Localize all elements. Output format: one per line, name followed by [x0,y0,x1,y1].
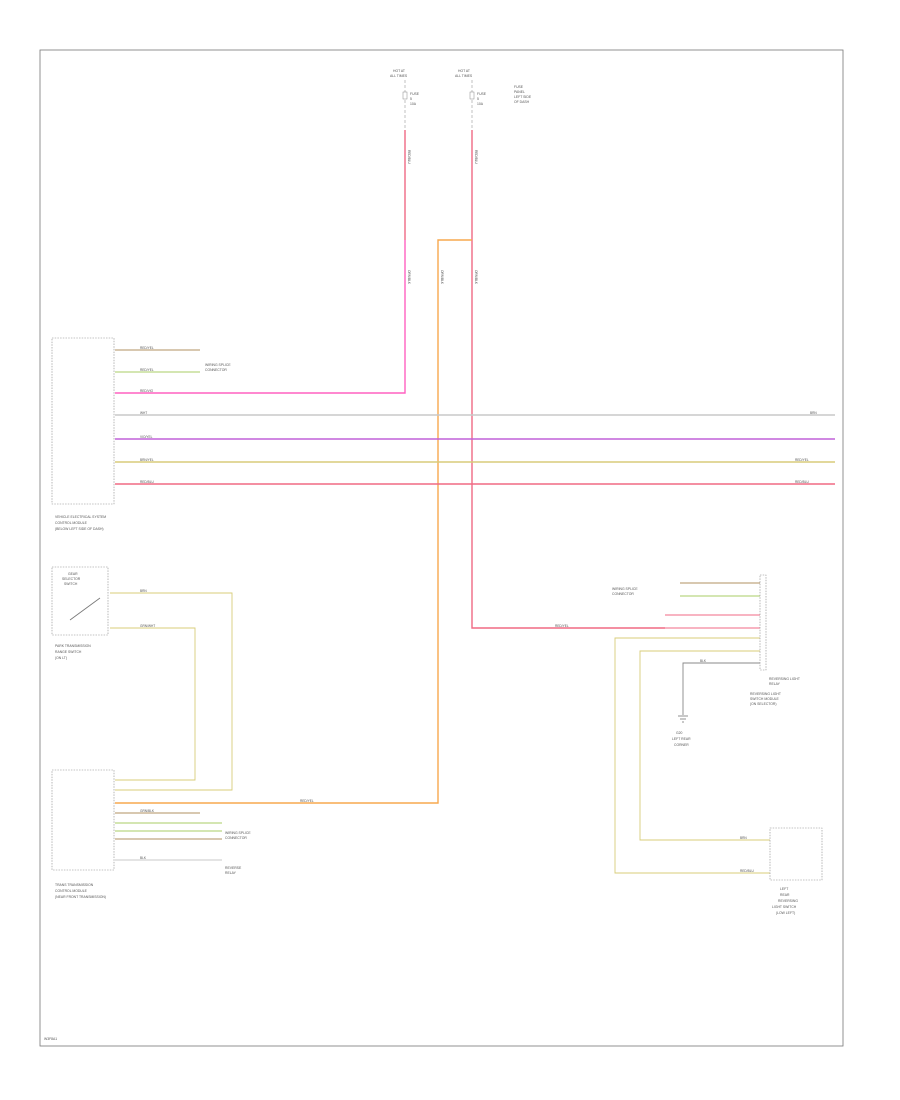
wire-label-19: BLK [140,856,147,860]
vems-label-line3: (BELOW LEFT SIDE OF DASH) [55,527,104,531]
hot-label-2-line1: HOT AT [458,69,470,73]
vems-label-line2: CONTROL MODULE [55,521,88,525]
tcm-label-line1: TRANS TRANSMISSION [55,883,94,887]
ref3-line1: WIRING SPLICE [612,587,638,591]
wire-label-24: RED/YEL [300,799,314,803]
sw1-label-line1: PARK TRANSMISSION [55,644,91,648]
tcm-label-line2: CONTROL MODULE [55,889,88,893]
fuse-label-1-line3: 10A [410,102,417,106]
fuse-note-line3: LEFT SIDE [514,95,532,99]
wire-orange-to-tcm [115,239,472,804]
diagram-frame [39,49,844,1047]
ref2-line2: CONNECTOR [225,836,247,840]
fuse-label-2-line2: 5 [477,97,479,101]
sw2-line3: REVERSING [778,899,798,903]
wire-switch1-yellow [110,592,233,791]
sw2-line4: LIGHT SWITCH [772,905,797,909]
fuse-label-2-line3: 10A [477,102,484,106]
sidebox-label-3: SWITCH [64,582,78,586]
wire-label-5: ORN/BLK [474,270,478,285]
wire-red-fuse2 [471,130,665,629]
wire-label-17: GRN/WHT [140,624,155,628]
power-source-1: HOT AT ALL TIMES FUSE 5 10A [390,69,420,128]
ref1-line2: CONNECTOR [205,368,227,372]
diagram-footer-code: W3F8A1 [44,1037,57,1041]
vems-label-line1: VEHICLE ELECTRICAL SYSTEM [55,515,106,519]
wire-label-2: RED/BLU [474,150,478,165]
sidebox-label-1: GEAR [68,572,78,576]
sw2-line2: REAR [780,893,790,897]
sw1-label-line3: (ON LT) [55,656,67,660]
wire-rm-6 [639,650,770,841]
ground-line1: G20 [676,731,683,735]
hot-label-1-line2: ALL TIMES [390,74,408,78]
fuse-note-line1: FUSE [514,85,524,89]
wire-label-14: RED/YEL [795,458,809,462]
wire-label-6: RED/VIO [140,389,154,393]
wire-rm-ground [682,662,760,715]
rev-module-line3: (ON SELECTOR) [750,702,777,706]
wire-label-20: BLK [700,659,707,663]
wire-label-12: RED/YEL [140,368,154,372]
wire-switch1-brown [110,627,196,781]
wire-rm-5 [614,637,770,874]
fuse-label-2-line1: FUSE [477,92,487,96]
wire-label-18: GRN/BLK [140,809,155,813]
tcm-label-line3: (NEAR FRONT TRANSMISSION) [55,895,106,899]
fuse-note-line2: PANEL [514,90,525,94]
rev-module-line1: REVERSING LIGHT [750,692,781,696]
rev-module-line2: SWITCH MODULE [750,697,780,701]
wire-label-22: BRN [740,836,747,840]
wire-label-1: RED/BLU [407,150,411,165]
fuse-label-1-line2: 5 [410,97,412,101]
ref2-line1: WIRING SPLICE [225,831,251,835]
wire-label-16: BRN [140,589,147,593]
park-range-switch-box [51,566,109,636]
ref1-line1: WIRING SPLICE [205,363,231,367]
wire-label-21: RED/YEL [555,624,569,628]
ground-line3: CORNER [674,743,689,747]
wire-label-10: BRN/YEL [140,458,154,462]
wire-label-11: RED/BLU [140,480,155,484]
vehicle-electrical-system-control-module [51,337,115,505]
ground-line2: LEFT REAR [672,737,691,741]
hot-label-2-line2: ALL TIMES [455,74,473,78]
fuse-label-1-line1: FUSE [410,92,420,96]
reversing-light-switch-module [759,574,767,671]
ground-symbol [678,715,688,723]
wire-label-15: RED/BLU [795,480,810,484]
wire-label-23: RED/BLU [740,869,755,873]
sidebox-label-2: SELECTOR [62,577,81,581]
ref4-line2: RELAY [225,871,237,875]
transmission-control-module [51,769,115,871]
wire-label-7: RED/YEL [140,346,154,350]
fuse-note-line4: OF DASH [514,100,530,104]
wire-label-13: BRN [810,411,817,415]
ref5-line2: RELAY [769,682,781,686]
sw1-label-line2: RANGE SWITCH [55,650,82,654]
wire-label-9: VIO/YEL [140,435,153,439]
hot-label-1-line1: HOT AT [393,69,405,73]
ref5-line1: REVERSING LIGHT [769,677,800,681]
wire-label-4: ORN/BLK [407,270,411,285]
wire-label-3: ORN/BLK [440,270,444,285]
rear-reversing-light-switch [769,827,823,881]
sw2-line1: LEFT [780,887,788,891]
sw2-line5: (LOW LEFT) [776,911,795,915]
wire-label-8: WHT [140,411,147,415]
power-source-2: HOT AT ALL TIMES FUSE 5 10A FUSE PANEL L… [455,69,532,128]
ref3-line2: CONNECTOR [612,592,634,596]
switch-1-contact [69,597,101,621]
ref4-line1: REVERSE [225,866,242,870]
wire-pink-fuse1-to-vems [115,240,406,394]
